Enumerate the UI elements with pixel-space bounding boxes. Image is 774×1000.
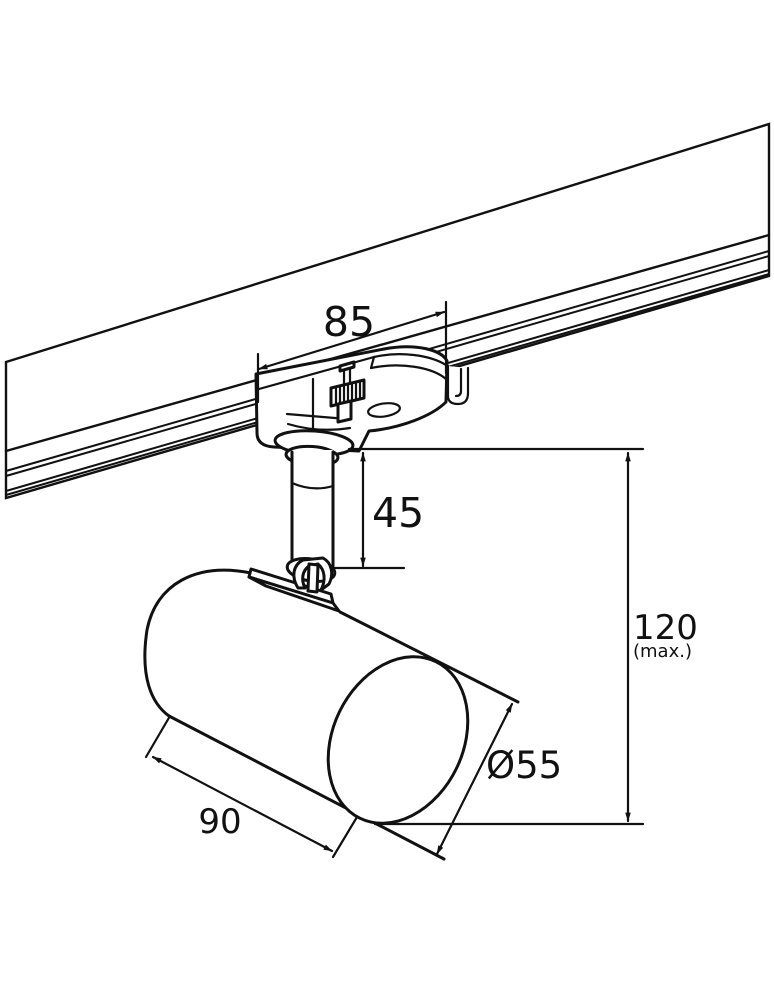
adapter-oval-hole (367, 402, 401, 418)
dimension-120-note: (max.) (633, 641, 692, 662)
adapter-clamp-hook (446, 364, 470, 406)
dimension-45: 45 (332, 447, 645, 570)
dimension-120-label: 120 (633, 608, 698, 648)
dimension-85-label: 85 (323, 298, 375, 346)
stem (290, 450, 335, 568)
dimension-90-label: 90 (198, 802, 241, 842)
dimension-55: Ø55 (435, 702, 562, 856)
dimension-120: 120 (max.) (373, 451, 698, 826)
swivel-joint (285, 556, 337, 594)
dimension-85: 85 (256, 298, 448, 404)
dimension-90: 90 (144, 714, 359, 859)
track-rail (4, 122, 771, 500)
dimension-45-label: 45 (372, 489, 424, 537)
dimension-55-label: Ø55 (486, 744, 562, 787)
